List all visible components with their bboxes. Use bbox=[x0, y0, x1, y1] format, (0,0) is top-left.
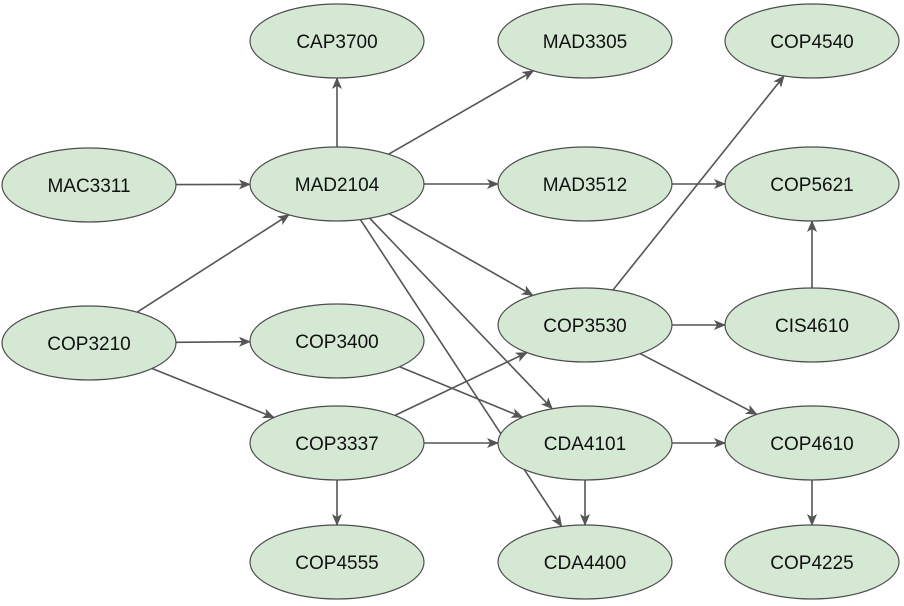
node-label: COP5621 bbox=[770, 175, 853, 196]
edge-mad2104-to-cda4101 bbox=[369, 217, 553, 410]
node-label: COP3530 bbox=[543, 316, 626, 337]
node-shape bbox=[497, 287, 673, 363]
node-shape bbox=[724, 146, 900, 222]
node-cop5621[interactable]: COP5621 bbox=[724, 146, 900, 222]
node-label: MAD3305 bbox=[543, 32, 628, 53]
node-cop3530[interactable]: COP3530 bbox=[497, 287, 673, 363]
node-mac3311[interactable]: MAC3311 bbox=[1, 147, 177, 223]
node-label: COP4555 bbox=[295, 553, 378, 574]
node-shape bbox=[249, 524, 425, 600]
node-label: COP3337 bbox=[295, 434, 378, 455]
node-shape bbox=[497, 524, 673, 600]
node-label: COP3400 bbox=[295, 332, 378, 353]
node-label: CAP3700 bbox=[296, 32, 377, 53]
node-shape bbox=[249, 405, 425, 481]
node-mad3512[interactable]: MAD3512 bbox=[497, 146, 673, 222]
node-label: COP4610 bbox=[770, 434, 853, 455]
node-cap3700[interactable]: CAP3700 bbox=[249, 3, 425, 79]
edge-cop3337-to-cop3530 bbox=[394, 351, 528, 417]
node-cop4555[interactable]: COP4555 bbox=[249, 524, 425, 600]
node-shape bbox=[724, 405, 900, 481]
node-shape bbox=[497, 146, 673, 222]
node-cop4610[interactable]: COP4610 bbox=[724, 405, 900, 481]
edge-mad2104-to-cda4400 bbox=[359, 219, 563, 528]
edge-cop3210-to-cop3400 bbox=[175, 336, 251, 347]
edge-cop3210-to-cop3337 bbox=[151, 367, 275, 419]
node-shape bbox=[724, 524, 900, 600]
node-cop3400[interactable]: COP3400 bbox=[249, 303, 425, 379]
node-cop4225[interactable]: COP4225 bbox=[724, 524, 900, 600]
node-label: CDA4400 bbox=[544, 553, 626, 574]
node-label: CIS4610 bbox=[775, 316, 849, 337]
node-shape bbox=[249, 146, 425, 222]
edge-mad2104-to-cop3530 bbox=[388, 212, 534, 297]
node-label: COP4540 bbox=[770, 32, 853, 53]
node-cis4610[interactable]: CIS4610 bbox=[724, 287, 900, 363]
edge-cop3210-to-mad2104 bbox=[136, 214, 290, 313]
node-label: COP3210 bbox=[47, 334, 130, 355]
node-mad2104[interactable]: MAD2104 bbox=[249, 146, 425, 222]
edge-cop3400-to-cda4101 bbox=[399, 365, 524, 419]
edges-layer bbox=[136, 70, 817, 528]
node-cda4400[interactable]: CDA4400 bbox=[497, 524, 673, 600]
node-shape bbox=[249, 303, 425, 379]
node-label: COP4225 bbox=[770, 553, 853, 574]
node-label: MAC3311 bbox=[47, 176, 130, 197]
node-shape bbox=[497, 3, 673, 79]
node-shape bbox=[724, 287, 900, 363]
edge-mad2104-to-mad3305 bbox=[388, 70, 535, 155]
node-cop3210[interactable]: COP3210 bbox=[1, 305, 177, 381]
node-label: CDA4101 bbox=[544, 434, 626, 455]
edge-cop3530-to-cop4540 bbox=[612, 75, 785, 291]
node-shape bbox=[1, 305, 177, 381]
node-shape bbox=[724, 3, 900, 79]
node-mad3305[interactable]: MAD3305 bbox=[497, 3, 673, 79]
node-label: MAD3512 bbox=[543, 175, 628, 196]
node-shape bbox=[497, 405, 673, 481]
node-label: MAD2104 bbox=[295, 175, 380, 196]
node-cda4101[interactable]: CDA4101 bbox=[497, 405, 673, 481]
node-cop4540[interactable]: COP4540 bbox=[724, 3, 900, 79]
node-shape bbox=[1, 147, 177, 223]
edge-cop3530-to-cop4610 bbox=[639, 352, 758, 416]
node-shape bbox=[249, 3, 425, 79]
node-cop3337[interactable]: COP3337 bbox=[249, 405, 425, 481]
